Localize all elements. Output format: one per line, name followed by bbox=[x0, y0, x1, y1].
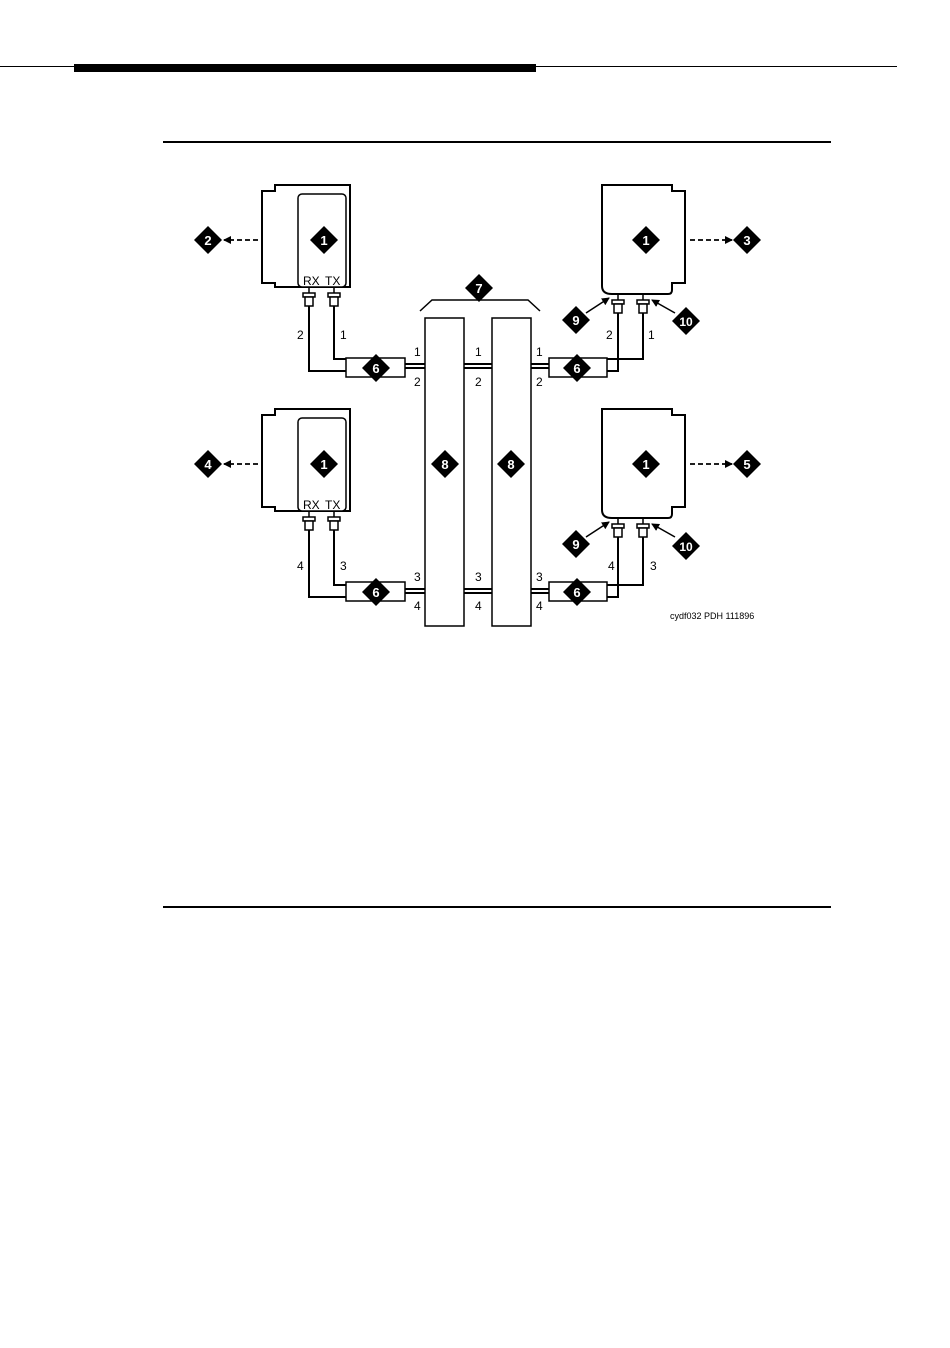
callout-label: 9 bbox=[572, 313, 579, 328]
callout-remote-5: 5 bbox=[733, 450, 761, 478]
callout-transmit-port: 10 bbox=[672, 532, 700, 560]
fiber-number: 3 bbox=[650, 559, 657, 573]
callout-label: 10 bbox=[679, 540, 693, 554]
left-unit-bottom: RX TX bbox=[262, 409, 350, 530]
callout-label: 5 bbox=[743, 457, 750, 472]
connector-tx bbox=[637, 300, 649, 313]
callout-remote-2: 2 bbox=[194, 226, 222, 254]
callout-label: 6 bbox=[573, 361, 580, 376]
callout-receive-port: 9 bbox=[562, 306, 590, 334]
callout-label: 9 bbox=[572, 537, 579, 552]
fiber-number: 4 bbox=[414, 599, 421, 613]
figure-credit: cydf032 PDH 111896 bbox=[670, 611, 754, 621]
callout-receive-port: 9 bbox=[562, 530, 590, 558]
fiber-number: 1 bbox=[475, 345, 482, 359]
fiber-number: 3 bbox=[536, 570, 543, 584]
rx-label: RX bbox=[303, 498, 320, 512]
fiber-number: 2 bbox=[414, 375, 421, 389]
rx-label: RX bbox=[303, 274, 320, 288]
fiber-number: 3 bbox=[475, 570, 482, 584]
fiber-number: 2 bbox=[475, 375, 482, 389]
callout-label: 1 bbox=[320, 457, 327, 472]
callout-label: 7 bbox=[475, 281, 482, 296]
connector-tx bbox=[328, 517, 340, 530]
callout-label: 8 bbox=[441, 457, 448, 472]
fiber-number: 1 bbox=[648, 328, 655, 342]
callout-label: 10 bbox=[679, 315, 693, 329]
connector-rx bbox=[612, 300, 624, 313]
callout-label: 4 bbox=[204, 457, 212, 472]
connector-rx bbox=[303, 293, 315, 306]
fiber-number: 3 bbox=[414, 570, 421, 584]
fiber-number: 4 bbox=[475, 599, 482, 613]
callout-label: 6 bbox=[573, 585, 580, 600]
fiber-number: 1 bbox=[536, 345, 543, 359]
fiber-number: 2 bbox=[606, 328, 613, 342]
tx-label: TX bbox=[325, 498, 340, 512]
tx-label: TX bbox=[325, 274, 340, 288]
callout-label: 1 bbox=[642, 233, 649, 248]
callout-panel-group: 7 bbox=[465, 274, 493, 302]
fiber-number: 4 bbox=[536, 599, 543, 613]
panel-group-bracket bbox=[420, 300, 540, 311]
callout-remote-3: 3 bbox=[733, 226, 761, 254]
fiber-number: 3 bbox=[340, 559, 347, 573]
callout-transmit-port: 10 bbox=[672, 307, 700, 335]
left-unit-top: RX TX bbox=[262, 185, 350, 306]
fiber-number: 4 bbox=[297, 559, 304, 573]
fiber-number: 2 bbox=[536, 375, 543, 389]
callout-label: 6 bbox=[372, 361, 379, 376]
callout-label: 1 bbox=[642, 457, 649, 472]
callout-remote-4: 4 bbox=[194, 450, 222, 478]
fiber-number: 1 bbox=[340, 328, 347, 342]
callout-label: 3 bbox=[743, 233, 750, 248]
callout-label: 1 bbox=[320, 233, 327, 248]
connector-rx bbox=[612, 524, 624, 537]
connector-rx bbox=[303, 517, 315, 530]
fiber-number: 2 bbox=[297, 328, 304, 342]
callout-label: 8 bbox=[507, 457, 514, 472]
connector-tx bbox=[637, 524, 649, 537]
fiber-number: 1 bbox=[414, 345, 421, 359]
fiber-number: 4 bbox=[608, 559, 615, 573]
callout-label: 2 bbox=[204, 233, 211, 248]
callout-label: 6 bbox=[372, 585, 379, 600]
connector-tx bbox=[328, 293, 340, 306]
